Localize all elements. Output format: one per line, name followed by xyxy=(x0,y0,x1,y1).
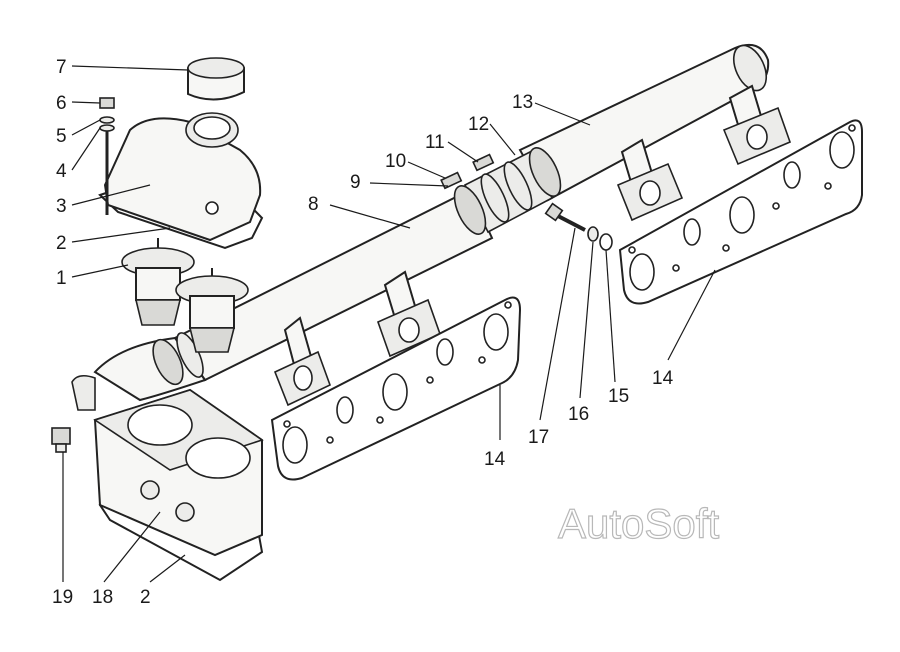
label-2-bottom: 2 xyxy=(140,587,151,608)
label-19: 19 xyxy=(52,587,73,608)
thermostat-upper xyxy=(121,238,195,326)
label-9: 9 xyxy=(350,172,361,193)
label-12: 12 xyxy=(468,114,489,135)
bolt-washers xyxy=(99,97,115,215)
label-4: 4 xyxy=(56,161,67,182)
cap-plug xyxy=(187,57,245,101)
leader-lines xyxy=(62,65,716,583)
thermostat-lower xyxy=(175,268,249,353)
label-10: 10 xyxy=(385,151,406,172)
label-17: 17 xyxy=(528,427,549,448)
pipe-assembly xyxy=(93,44,792,407)
label-6: 6 xyxy=(56,93,67,114)
label-7: 7 xyxy=(56,57,67,78)
callout-labels: 7 6 5 4 3 2 1 8 9 10 11 12 13 14 14 15 1… xyxy=(52,57,674,608)
label-18: 18 xyxy=(92,587,113,608)
watermark: AutoSoft xyxy=(558,500,719,547)
label-3: 3 xyxy=(56,196,67,217)
label-14-rear: 14 xyxy=(652,368,674,389)
label-2-top: 2 xyxy=(56,233,67,254)
label-11: 11 xyxy=(425,132,445,153)
label-16: 16 xyxy=(568,404,589,425)
gasket-front xyxy=(270,296,522,481)
label-14-front: 14 xyxy=(484,449,506,470)
thermostat-housing xyxy=(71,374,264,582)
drain-plug xyxy=(51,427,71,453)
label-1: 1 xyxy=(56,268,67,289)
washer-16 xyxy=(587,226,599,242)
washer-15 xyxy=(599,233,613,251)
thermostat-cover xyxy=(98,112,264,250)
label-15: 15 xyxy=(608,386,629,407)
bolt-17 xyxy=(544,202,586,232)
label-13: 13 xyxy=(512,92,533,113)
label-8: 8 xyxy=(308,194,319,215)
gasket-rear xyxy=(618,119,863,305)
label-5: 5 xyxy=(56,126,67,147)
